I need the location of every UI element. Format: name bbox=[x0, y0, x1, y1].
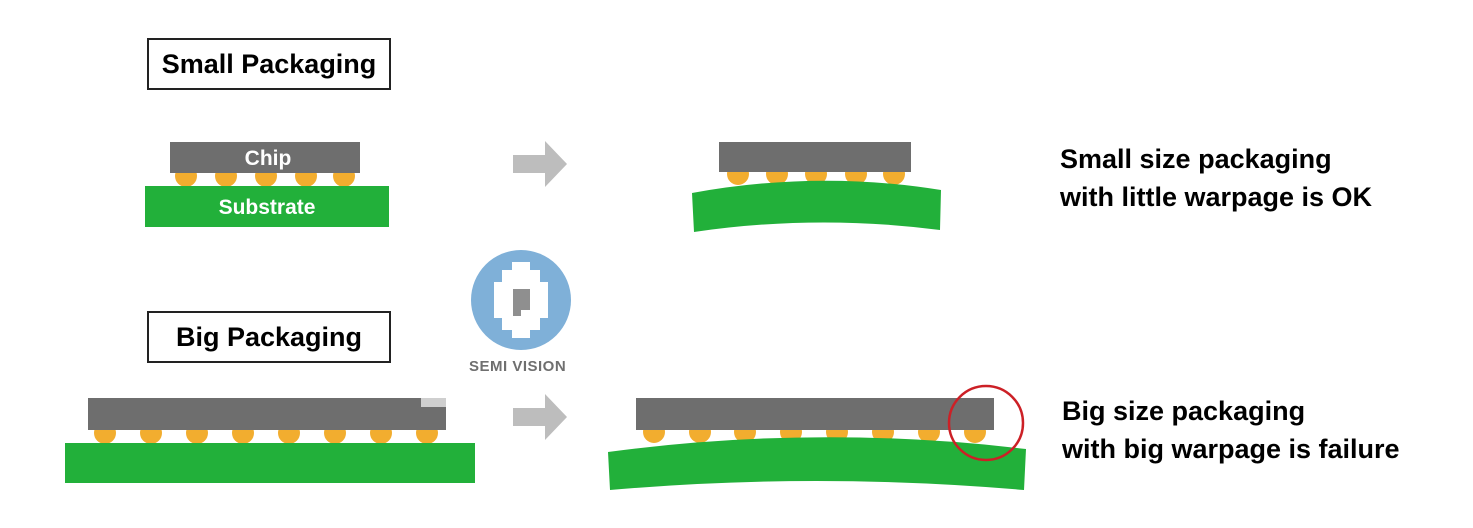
small-package-before: Chip Substrate bbox=[145, 142, 389, 227]
big-substrate-warped bbox=[608, 437, 1026, 490]
small-chip-label: Chip bbox=[245, 147, 292, 170]
big-caption-line2: with big warpage is failure bbox=[1062, 434, 1400, 464]
small-chip bbox=[170, 142, 360, 173]
small-packaging-title: Small Packaging bbox=[147, 38, 391, 90]
small-package-after bbox=[692, 142, 941, 232]
failure-circle bbox=[947, 384, 1025, 462]
small-arrow-icon bbox=[513, 141, 567, 187]
big-caption-line1: Big size packaging bbox=[1062, 396, 1306, 426]
big-substrate bbox=[65, 443, 475, 483]
small-substrate bbox=[145, 186, 389, 227]
big-chip bbox=[88, 398, 446, 430]
big-packaging-title-text: Big Packaging bbox=[175, 321, 363, 352]
semivision-logo-icon bbox=[471, 250, 571, 350]
small-chip-warped bbox=[719, 142, 911, 172]
small-packaging-title-text: Small Packaging bbox=[161, 48, 377, 79]
small-substrate-warped bbox=[692, 180, 941, 232]
big-packaging-title: Big Packaging bbox=[147, 311, 391, 363]
big-package-after bbox=[608, 384, 1026, 490]
small-caption: Small size packaging with little warpage… bbox=[1060, 140, 1372, 216]
small-caption-line2: with little warpage is OK bbox=[1060, 182, 1373, 212]
logo-text: SEMI VISION bbox=[469, 358, 567, 375]
big-caption: Big size packaging with big warpage is f… bbox=[1062, 392, 1400, 468]
big-chip-corner bbox=[421, 398, 446, 407]
small-substrate-label: Substrate bbox=[219, 196, 316, 219]
big-arrow-icon bbox=[513, 394, 567, 440]
big-chip-warped bbox=[636, 398, 994, 430]
small-caption-line1: Small size packaging bbox=[1060, 144, 1332, 174]
big-package-before bbox=[65, 398, 475, 483]
